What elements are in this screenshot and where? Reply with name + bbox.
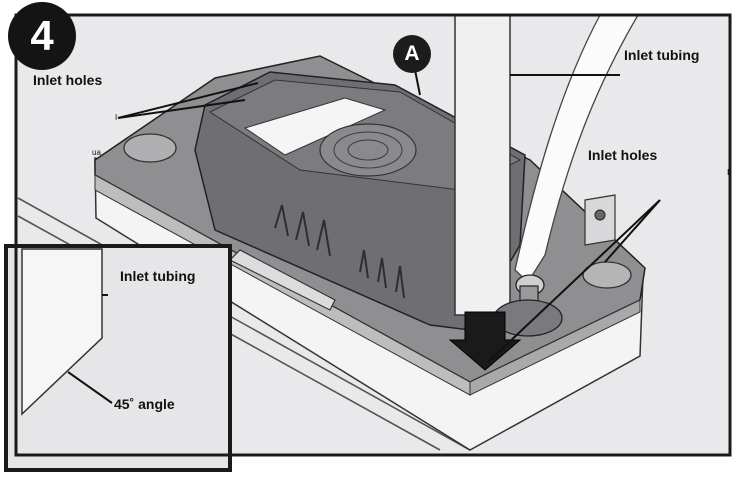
tube-fitting <box>493 274 563 337</box>
inset-panel <box>4 244 232 472</box>
main-frame <box>14 13 732 457</box>
callout-a-marker: A <box>393 35 431 73</box>
step-number-badge: 4 <box>8 2 76 70</box>
mounting-bracket <box>584 194 616 246</box>
insert-arrow <box>448 311 522 371</box>
label-inlet-holes-right: Inlet holes <box>588 147 658 163</box>
label-inlet-holes-left: Inlet holes <box>33 72 103 88</box>
label-inlet-tubing-inset: Inlet tubing <box>120 268 196 284</box>
inlet-hole-right <box>582 261 632 289</box>
label-inlet-tubing-right: Inlet tubing <box>624 47 700 63</box>
tiny-mark-i-left: I <box>115 113 118 122</box>
inlet-tubing <box>514 14 640 284</box>
tiny-mark-i-right: I <box>727 168 730 177</box>
vertical-pipe <box>454 14 511 316</box>
pump-housing <box>194 71 526 331</box>
tiny-mark-ua: ua <box>92 148 101 157</box>
inlet-hole-left <box>123 133 177 163</box>
leader-lines <box>117 69 661 363</box>
label-45-angle: 45˚ angle <box>114 396 175 412</box>
